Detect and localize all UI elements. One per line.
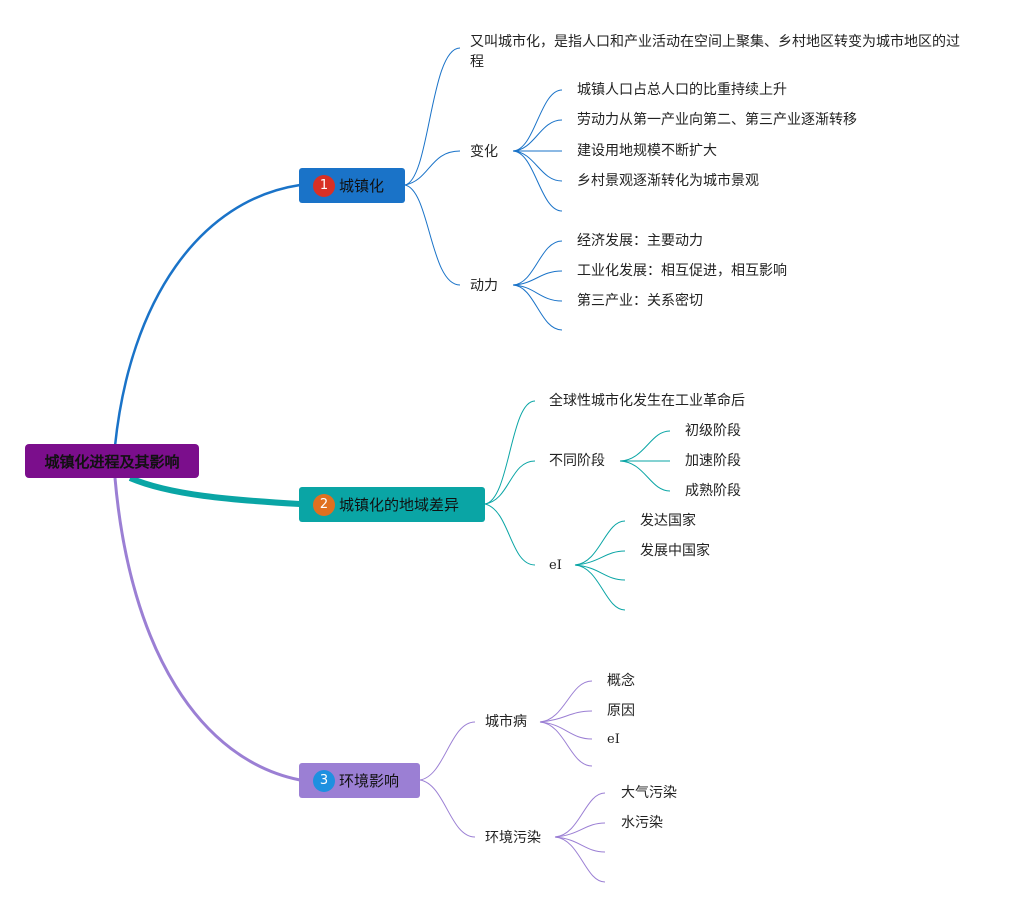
branch-label: 城镇化 xyxy=(339,177,385,195)
urban-disease-node[interactable]: 城市病 xyxy=(485,714,527,730)
stage-item[interactable]: 加速阶段 xyxy=(685,453,741,469)
branch-environmental-impact[interactable]: 3 环境影响 xyxy=(299,763,420,798)
number-badge-3: 3 xyxy=(313,769,335,792)
pollution-item[interactable]: 大气污染 xyxy=(621,785,677,801)
change-item[interactable]: 劳动力从第一产业向第二、第三产业逐渐转移 xyxy=(577,112,857,128)
branch-label: 环境影响 xyxy=(339,772,400,790)
change-item[interactable]: 建设用地规模不断扩大 xyxy=(577,143,717,159)
connector-root-branch3 xyxy=(113,477,301,782)
driving-force-item[interactable]: 工业化发展：相互促进，相互影响 xyxy=(577,263,787,279)
urban-disease-item[interactable]: 原因 xyxy=(607,703,635,719)
country-item[interactable]: 发展中国家 xyxy=(640,543,710,559)
global-note-node[interactable]: 全球性城市化发生在工业革命后 xyxy=(549,393,745,409)
stage-item[interactable]: 成熟阶段 xyxy=(685,483,741,499)
connector-root-branch1 xyxy=(113,183,301,447)
country-item[interactable]: 发达国家 xyxy=(640,513,696,529)
branch2-connectors xyxy=(484,400,671,611)
change-node[interactable]: 变化 xyxy=(470,144,498,160)
number-badge-1: 1 xyxy=(313,174,335,197)
driving-force-item[interactable]: 第三产业：关系密切 xyxy=(577,293,703,309)
root-label: 城镇化进程及其影响 xyxy=(44,452,180,471)
branch-label: 城镇化的地域差异 xyxy=(339,496,460,514)
stage-item[interactable]: 初级阶段 xyxy=(685,423,741,439)
change-item[interactable]: 乡村景观逐渐转化为城市景观 xyxy=(577,173,759,189)
stages-node[interactable]: 不同阶段 xyxy=(549,453,605,469)
branch-regional-differences[interactable]: 2 城镇化的地域差异 xyxy=(299,487,485,522)
countries-node[interactable]: eI xyxy=(549,558,562,573)
urban-disease-item[interactable]: eI xyxy=(607,732,620,747)
change-item[interactable]: 城镇人口占总人口的比重持续上升 xyxy=(577,82,787,98)
branch3-connectors xyxy=(419,680,606,883)
definition-node[interactable]: 又叫城市化，是指人口和产业活动在空间上聚集、乡村地区转变为城市地区的过程 xyxy=(470,34,960,70)
driving-force-item[interactable]: 经济发展：主要动力 xyxy=(577,233,703,249)
root-node[interactable]: 城镇化进程及其影响 xyxy=(25,444,199,478)
pollution-item[interactable]: 水污染 xyxy=(621,815,663,831)
urban-disease-item[interactable]: 概念 xyxy=(607,673,635,689)
connector-root-branch2 xyxy=(128,475,301,507)
branch-urbanization[interactable]: 1 城镇化 xyxy=(299,168,405,203)
pollution-node[interactable]: 环境污染 xyxy=(485,830,541,846)
driving-force-node[interactable]: 动力 xyxy=(470,278,498,294)
branch1-connectors xyxy=(404,47,563,331)
number-badge-2: 2 xyxy=(313,493,335,516)
